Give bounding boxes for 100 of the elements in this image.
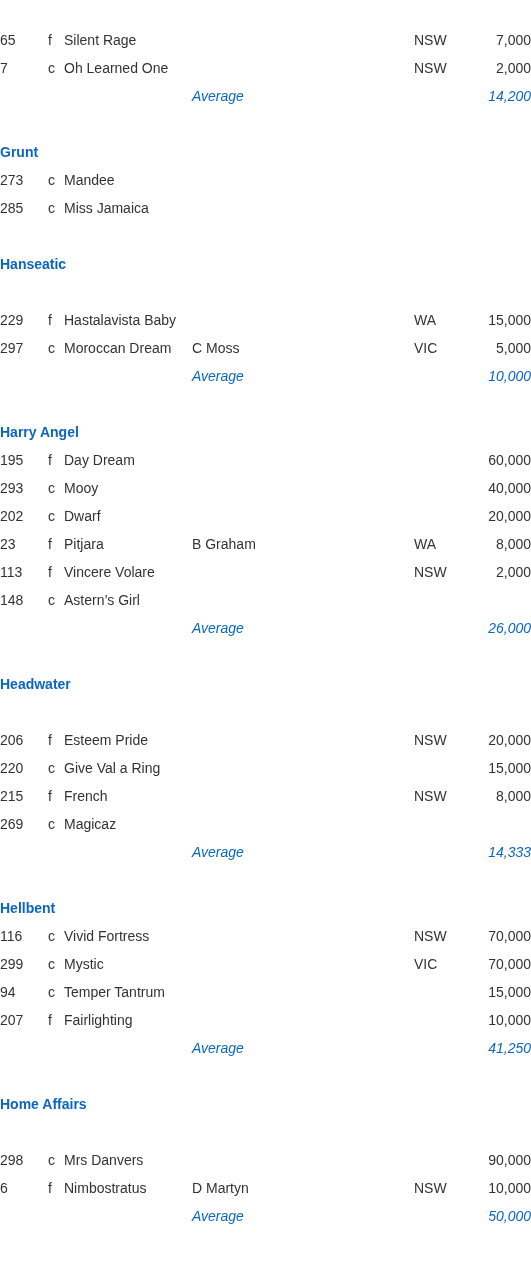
- lot-number: 202: [0, 507, 24, 525]
- price: 2,000: [495, 563, 531, 581]
- horse-name: French: [64, 787, 108, 805]
- sex-code: c: [48, 171, 55, 189]
- horse-name: Miss Jamaica: [64, 199, 149, 217]
- state-code: NSW: [414, 787, 447, 805]
- lot-number: 299: [0, 955, 24, 973]
- sex-code: c: [48, 983, 55, 1001]
- lot-number: 65: [0, 31, 16, 49]
- sex-code: f: [48, 311, 52, 329]
- price: 8,000: [495, 535, 531, 553]
- average-label: Average: [192, 1207, 244, 1225]
- lot-number: 215: [0, 787, 24, 805]
- lot-number: 7: [0, 59, 8, 77]
- price: 60,000: [488, 451, 531, 469]
- price: 15,000: [488, 311, 531, 329]
- horse-name: Oh Learned One: [64, 59, 169, 77]
- sire-heading: Grunt: [0, 143, 39, 161]
- buyer-name: B Graham: [192, 535, 256, 553]
- price: 70,000: [488, 955, 531, 973]
- average-label: Average: [192, 843, 244, 861]
- horse-name: Dwarf: [64, 507, 101, 525]
- lot-number: 298: [0, 1151, 24, 1169]
- average-price: 10,000: [488, 367, 531, 385]
- horse-name: Vivid Fortress: [64, 927, 150, 945]
- sex-code: f: [48, 787, 52, 805]
- average-label: Average: [192, 1039, 244, 1057]
- price: 40,000: [488, 479, 531, 497]
- horse-name: Mandee: [64, 171, 115, 189]
- average-label: Average: [192, 367, 244, 385]
- sire-heading: Hanseatic: [0, 255, 67, 273]
- price: 10,000: [488, 1179, 531, 1197]
- price: 5,000: [495, 339, 531, 357]
- sex-code: c: [48, 479, 55, 497]
- price: 20,000: [488, 507, 531, 525]
- horse-name: Vincere Volare: [64, 563, 155, 581]
- lot-number: 285: [0, 199, 24, 217]
- lot-number: 116: [0, 927, 23, 945]
- sire-heading: Harry Angel: [0, 423, 79, 441]
- sex-code: c: [48, 199, 55, 217]
- state-code: VIC: [414, 339, 438, 357]
- lot-number: 273: [0, 171, 24, 189]
- state-code: NSW: [414, 1179, 447, 1197]
- horse-name: Day Dream: [64, 451, 135, 469]
- sex-code: c: [48, 759, 55, 777]
- horse-name: Esteem Pride: [64, 731, 149, 749]
- sire-heading: Hellbent: [0, 899, 56, 917]
- lot-number: 195: [0, 451, 24, 469]
- lot-number: 6: [0, 1179, 8, 1197]
- buyer-name: C Moss: [192, 339, 240, 357]
- horse-name: Give Val a Ring: [64, 759, 161, 777]
- sex-code: f: [48, 31, 52, 49]
- price: 90,000: [488, 1151, 531, 1169]
- state-code: NSW: [414, 59, 447, 77]
- lot-number: 94: [0, 983, 16, 1001]
- lot-number: 293: [0, 479, 24, 497]
- sex-code: c: [48, 1151, 55, 1169]
- state-code: NSW: [414, 563, 447, 581]
- price: 8,000: [495, 787, 531, 805]
- price: 2,000: [495, 59, 531, 77]
- lot-number: 113: [0, 563, 23, 581]
- lot-number: 229: [0, 311, 24, 329]
- horse-name: Mystic: [64, 955, 104, 973]
- state-code: WA: [414, 535, 437, 553]
- sex-code: f: [48, 535, 52, 553]
- price: 7,000: [495, 31, 531, 49]
- horse-name: Magicaz: [64, 815, 117, 833]
- state-code: VIC: [414, 955, 438, 973]
- sex-code: c: [48, 507, 55, 525]
- average-label: Average: [192, 619, 244, 637]
- sex-code: f: [48, 451, 52, 469]
- sex-code: f: [48, 563, 52, 581]
- horse-name: Moroccan Dream: [64, 339, 172, 357]
- lot-number: 207: [0, 1011, 24, 1029]
- horse-name: Silent Rage: [64, 31, 137, 49]
- lot-number: 23: [0, 535, 16, 553]
- lot-number: 148: [0, 591, 24, 609]
- horse-name: Fairlighting: [64, 1011, 133, 1029]
- average-price: 41,250: [488, 1039, 531, 1057]
- state-code: WA: [414, 311, 437, 329]
- average-price: 14,333: [488, 843, 531, 861]
- price: 70,000: [488, 927, 531, 945]
- sex-code: c: [48, 815, 55, 833]
- horse-name: Pitjara: [64, 535, 104, 553]
- sex-code: f: [48, 1011, 52, 1029]
- horse-name: Temper Tantrum: [64, 983, 165, 1001]
- price: 15,000: [488, 759, 531, 777]
- sex-code: c: [48, 59, 55, 77]
- average-price: 26,000: [488, 619, 531, 637]
- state-code: NSW: [414, 731, 447, 749]
- average-price: 50,000: [488, 1207, 531, 1225]
- sire-heading: Headwater: [0, 675, 71, 693]
- price: 15,000: [488, 983, 531, 1001]
- sex-code: c: [48, 955, 55, 973]
- horse-name: Astern’s Girl: [64, 591, 140, 609]
- state-code: NSW: [414, 31, 447, 49]
- price: 10,000: [488, 1011, 531, 1029]
- state-code: NSW: [414, 927, 447, 945]
- sex-code: c: [48, 927, 55, 945]
- average-price: 14,200: [488, 87, 531, 105]
